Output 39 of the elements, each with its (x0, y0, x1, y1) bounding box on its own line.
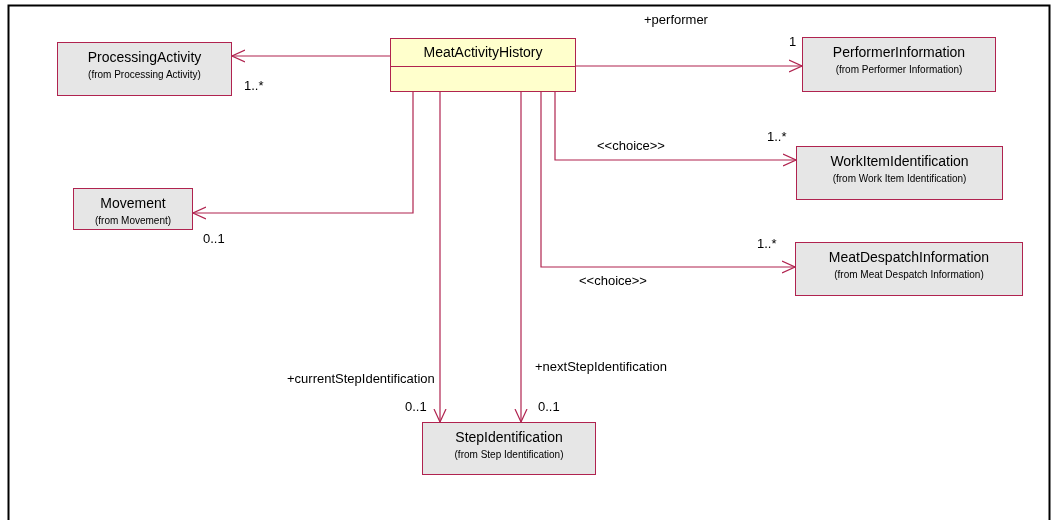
class-box (796, 146, 1003, 200)
association-arrow (433, 91, 447, 423)
class-box (422, 422, 596, 475)
association-arrow (575, 59, 803, 73)
association-arrow (192, 91, 414, 220)
association-arrow (540, 91, 796, 274)
package-note: (from Step Identification) (454, 448, 564, 462)
edge-label: <<choice>> (596, 138, 666, 153)
class-box (795, 242, 1023, 296)
class-name: StepIdentification (455, 429, 563, 446)
package-note: (from Meat Despatch Information) (834, 268, 984, 282)
edge-label: <<choice>> (578, 273, 648, 288)
multiplicity-label: 1..* (757, 236, 777, 251)
class-name: ProcessingActivity (87, 49, 202, 66)
association-arrow (554, 91, 797, 167)
edge-label: +nextStepIdentification (534, 359, 668, 374)
multiplicity-label: 1 (789, 34, 797, 49)
class-box (57, 42, 232, 96)
multiplicity-label: 0..1 (203, 231, 225, 246)
package-note: (from Processing Activity) (88, 68, 201, 82)
class-box (73, 188, 193, 230)
package-note: (from Movement) (94, 214, 172, 228)
package-note: (from Work Item Identification) (832, 172, 967, 186)
multiplicity-label: 0..1 (538, 399, 560, 414)
multiplicity-label: 0..1 (405, 399, 427, 414)
class-name: MeatDespatchInformation (828, 249, 990, 266)
class-name: PerformerInformation (832, 44, 966, 61)
class-name: WorkItemIdentification (830, 153, 969, 170)
class-name: Movement (100, 195, 166, 212)
package-note: (from Performer Information) (835, 63, 963, 77)
multiplicity-label: 1..* (244, 78, 264, 93)
edge-label: +currentStepIdentification (286, 371, 436, 386)
class-box (390, 38, 576, 92)
association-arrow (514, 91, 528, 423)
association-arrow (231, 49, 391, 63)
class-name: MeatActivityHistory (391, 39, 575, 67)
class-box (802, 37, 996, 92)
edge-label: +performer (643, 12, 709, 27)
multiplicity-label: 1..* (767, 129, 787, 144)
